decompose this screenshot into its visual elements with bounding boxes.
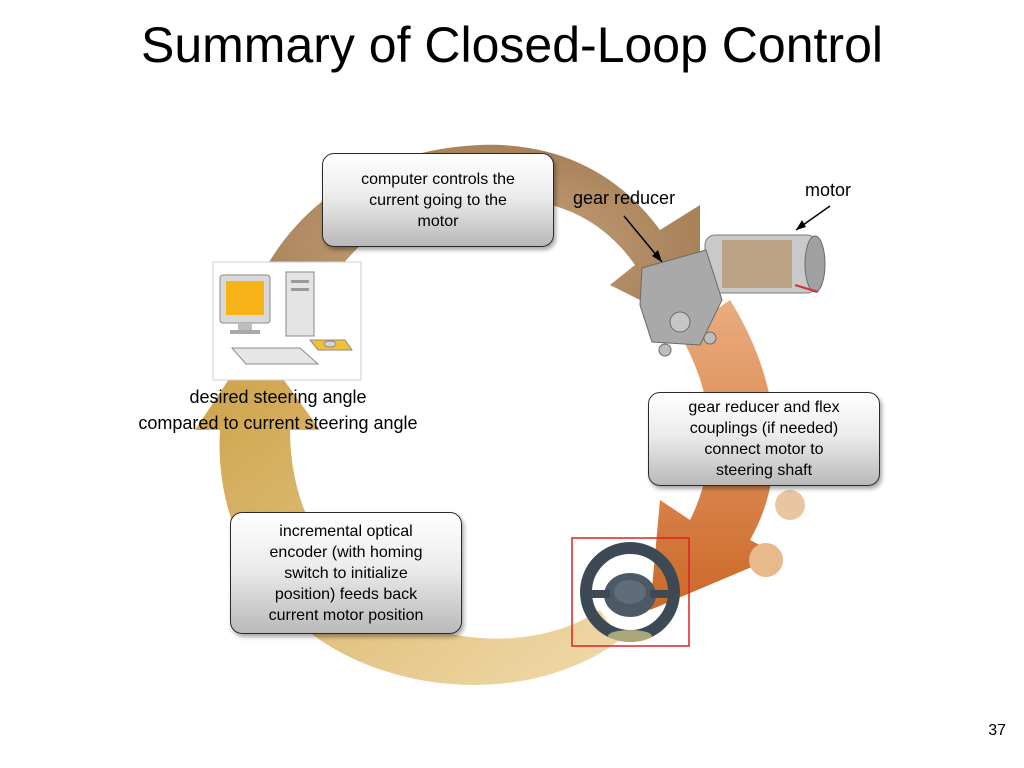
computer-box-line-3: motor bbox=[417, 212, 459, 230]
encoder-box-line-5: current motor position bbox=[268, 606, 424, 624]
gear-reducer-label: gear reducer bbox=[573, 188, 676, 208]
desired-angle-line-1: desired steering angle bbox=[189, 387, 367, 407]
gear-motor-image bbox=[639, 234, 826, 357]
encoder-box-line-4: position) feeds back bbox=[274, 585, 418, 603]
motor-label: motor bbox=[805, 180, 852, 200]
page-number: 37 bbox=[988, 722, 1006, 739]
computer-icon bbox=[212, 261, 362, 381]
gear-box-line-4: steering shaft bbox=[715, 462, 813, 479]
desired-angle-label: desired steering angle compared to curre… bbox=[94, 384, 462, 436]
gear-box: gear reducer and flex couplings (if need… bbox=[648, 392, 880, 486]
computer-box-line-2: current going to the bbox=[369, 191, 507, 209]
steering-wheel-image bbox=[571, 537, 690, 647]
computer-box-line-1: computer controls the bbox=[361, 170, 515, 188]
encoder-box-line-2: encoder (with homing bbox=[269, 543, 423, 561]
gear-box-line-2: couplings (if needed) bbox=[689, 420, 839, 437]
desired-angle-line-2: compared to current steering angle bbox=[138, 413, 418, 433]
encoder-box: incremental optical encoder (with homing… bbox=[230, 512, 462, 634]
gear-box-line-3: connect motor to bbox=[704, 441, 824, 458]
encoder-box-line-3: switch to initialize bbox=[284, 564, 408, 582]
motor-pointer bbox=[795, 205, 831, 231]
computer-box: computer controls the current going to t… bbox=[322, 153, 554, 247]
slide-title: Summary of Closed-Loop Control bbox=[141, 17, 883, 73]
decor-circle-1 bbox=[775, 490, 805, 520]
encoder-box-line-1: incremental optical bbox=[279, 522, 413, 540]
gear-reducer-pointer bbox=[623, 215, 663, 263]
decor-circle-2 bbox=[749, 543, 783, 577]
gear-box-line-1: gear reducer and flex bbox=[688, 399, 840, 416]
